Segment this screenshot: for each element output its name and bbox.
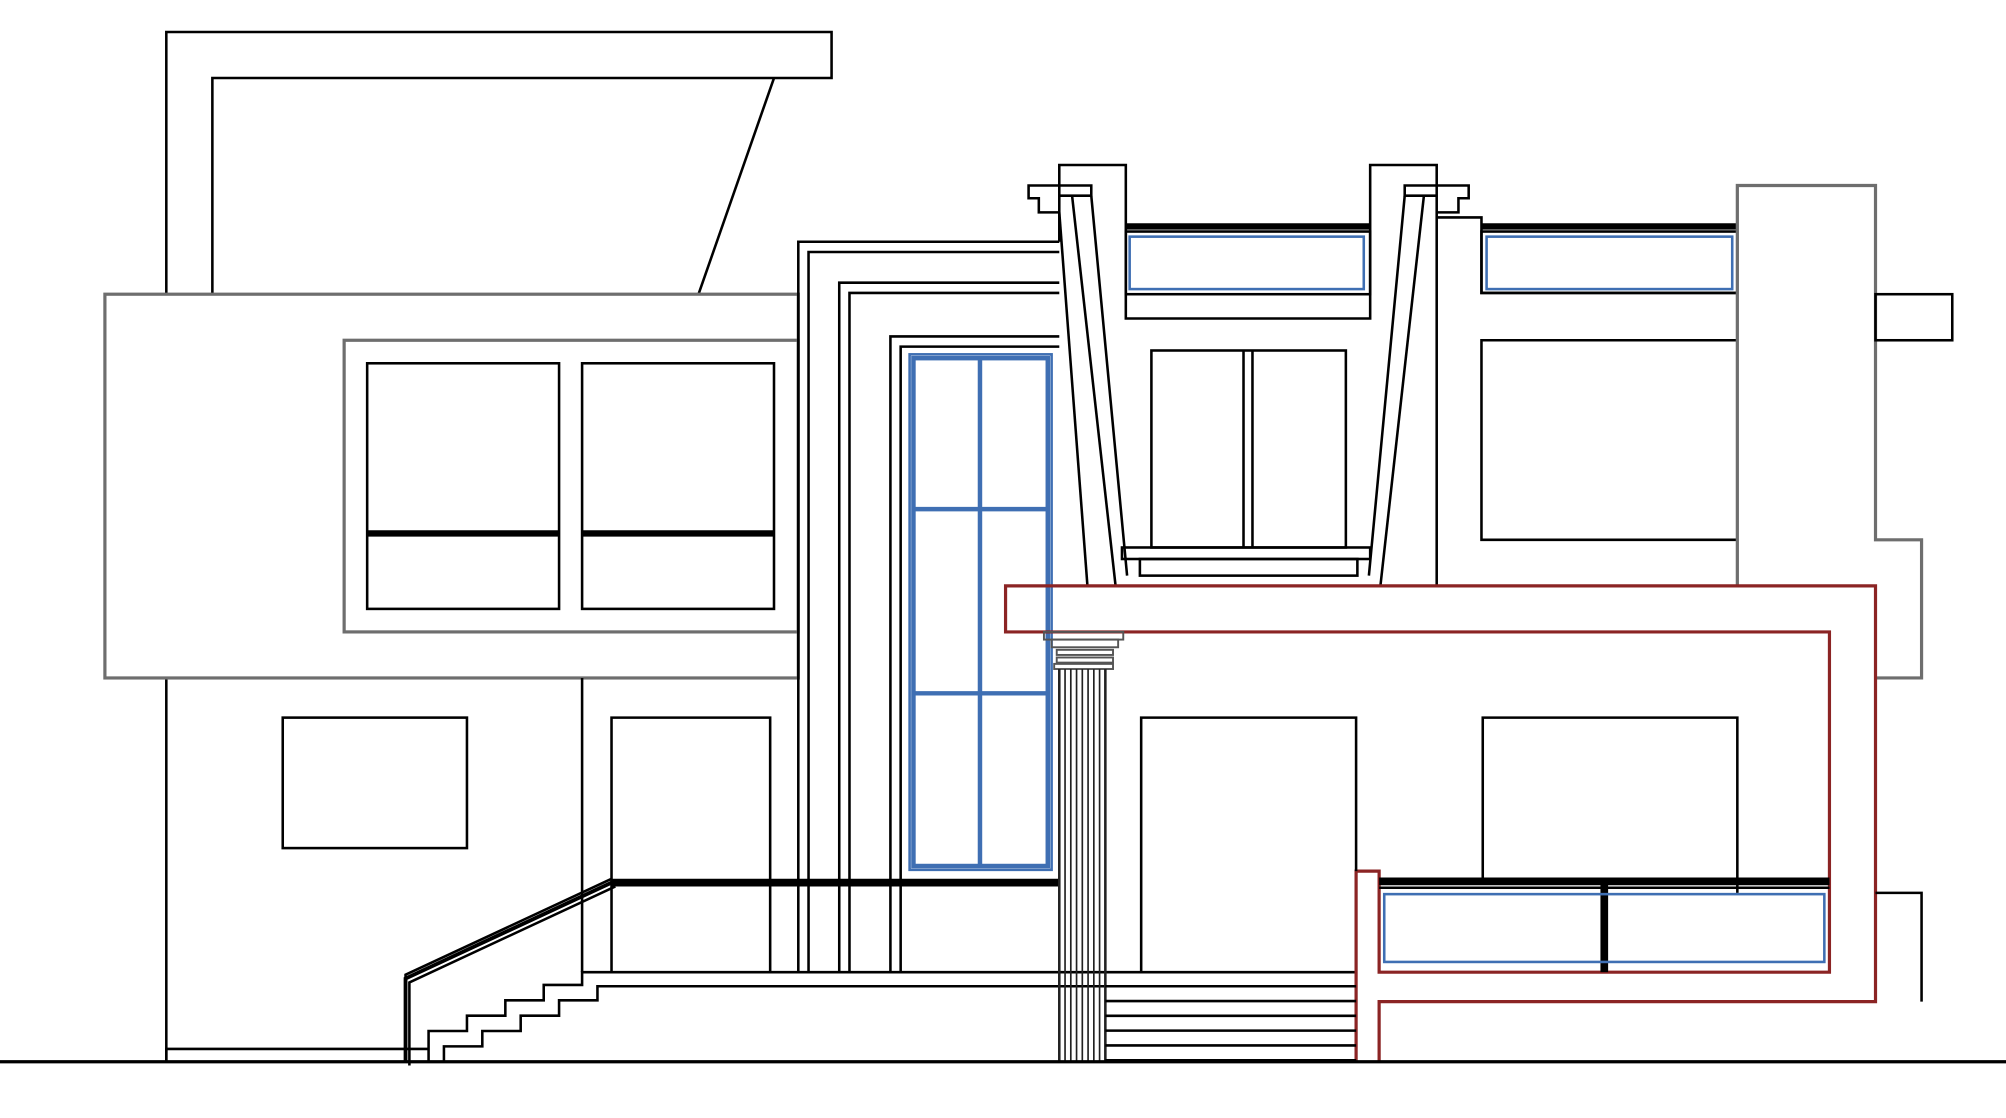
ground-right-window [1481,716,1739,893]
right-grey-pier [1735,183,1954,680]
left-tapered-pier [1027,184,1129,587]
balcony-door [1150,349,1348,549]
ground-left [281,677,772,973]
entrance-column [1042,630,1125,1062]
ground-entrance [1139,716,1358,973]
canopy-frame [1003,584,1878,1062]
left-projecting-box [103,292,800,680]
right-tapered-pier [1367,184,1470,587]
upper-balcony [1115,349,1381,588]
left-tower [165,30,833,1062]
window-upper-left-2 [580,362,776,611]
column-flutes [1058,669,1107,1062]
clerestory-window-left [1124,223,1372,296]
entrance-steps [1105,984,1357,1062]
right-upper-window [1480,338,1738,542]
stair-handrail [403,877,1060,1066]
tall-glazed-window [908,353,1053,872]
upper-left-windows [365,362,776,611]
nested-portal-frames [797,240,1060,973]
right-boundary-wall [1875,891,1923,1002]
window-ground-left [281,716,469,850]
clerestory-window-right [1480,223,1739,295]
terrace-railing [1379,877,1830,973]
staircase [427,970,1357,1062]
window-upper-left-1 [365,362,561,611]
